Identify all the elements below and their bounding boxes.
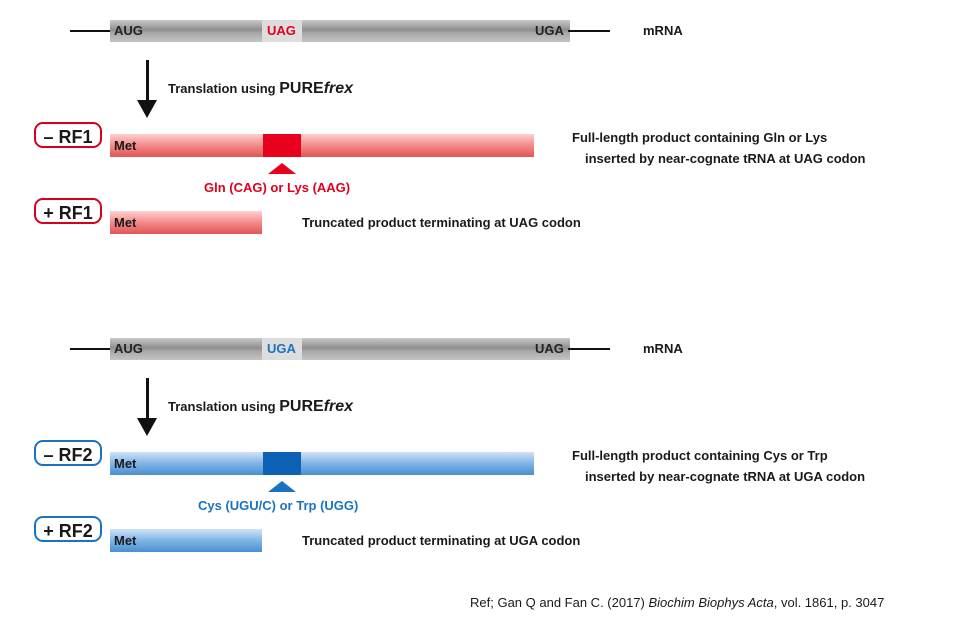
mrna-label: mRNA xyxy=(643,23,683,38)
full-length-product-bar xyxy=(110,134,534,157)
stop-codon-box xyxy=(262,338,302,360)
mrna-line-left xyxy=(70,348,112,350)
inserted-residue-label: Gln (CAG) or Lys (AAG) xyxy=(204,180,351,195)
full-length-desc-line1: Full-length product containing Gln or Ly… xyxy=(572,130,828,145)
full-length-desc-line1: Full-length product containing Cys or Tr… xyxy=(572,448,828,463)
inserted-residue-block xyxy=(263,452,301,475)
insertion-triangle-icon xyxy=(268,163,296,174)
full-length-desc-line2: inserted by near-cognate tRNA at UGA cod… xyxy=(585,469,866,484)
mrna-line-right xyxy=(568,348,610,350)
stop-codon-uga: UGA xyxy=(267,341,296,356)
kit-name: PURE xyxy=(279,80,324,97)
full-length-product-bar xyxy=(110,452,534,475)
translation-arrow xyxy=(146,60,149,102)
inserted-residue-label: Cys (UGU/C) or Trp (UGG) xyxy=(198,498,359,513)
mrna-bar xyxy=(110,20,570,42)
badge-minus-rf2: – RF2 xyxy=(34,440,102,466)
translation-arrow xyxy=(146,378,149,420)
arrow-head-icon xyxy=(137,100,157,118)
codon-end: UAG xyxy=(535,341,564,356)
translation-prefix: Translation using xyxy=(168,81,280,96)
translation-label: Translation using PUREfrex xyxy=(168,80,353,98)
reference-journal: Biochim Biophys Acta xyxy=(648,595,774,610)
kit-name-italic: frex xyxy=(323,80,354,97)
reference-citation: Ref; Gan Q and Fan C. (2017) Biochim Bio… xyxy=(470,595,884,610)
translation-prefix: Translation using xyxy=(168,399,280,414)
mrna-line-left xyxy=(70,30,112,32)
badge-minus-rf1: – RF1 xyxy=(34,122,102,148)
badge-plus-rf1: + RF1 xyxy=(34,198,102,224)
reference-prefix: Ref; Gan Q and Fan C. (2017) xyxy=(470,595,649,610)
met-label: Met xyxy=(114,138,137,153)
truncated-desc: Truncated product terminating at UAG cod… xyxy=(302,215,581,230)
met-label: Met xyxy=(114,456,137,471)
kit-name-italic: frex xyxy=(323,398,354,415)
reference-suffix: , vol. 1861, p. 3047 xyxy=(773,595,885,610)
mrna-label: mRNA xyxy=(643,341,683,356)
met-label: Met xyxy=(114,215,137,230)
codon-end: UGA xyxy=(535,23,564,38)
badge-plus-rf2: + RF2 xyxy=(34,516,102,542)
stop-codon-uag: UAG xyxy=(267,23,296,38)
full-length-desc-line2: inserted by near-cognate tRNA at UAG cod… xyxy=(585,151,866,166)
inserted-residue-block xyxy=(263,134,301,157)
arrow-head-icon xyxy=(137,418,157,436)
mrna-line-right xyxy=(568,30,610,32)
mrna-bar xyxy=(110,338,570,360)
codon-start: AUG xyxy=(114,341,143,356)
truncated-product-bar xyxy=(110,529,262,552)
translation-label: Translation using PUREfrex xyxy=(168,398,353,416)
truncated-desc: Truncated product terminating at UGA cod… xyxy=(302,533,581,548)
codon-start: AUG xyxy=(114,23,143,38)
met-label: Met xyxy=(114,533,137,548)
kit-name: PURE xyxy=(279,398,324,415)
stop-codon-box xyxy=(262,20,302,42)
insertion-triangle-icon xyxy=(268,481,296,492)
truncated-product-bar xyxy=(110,211,262,234)
